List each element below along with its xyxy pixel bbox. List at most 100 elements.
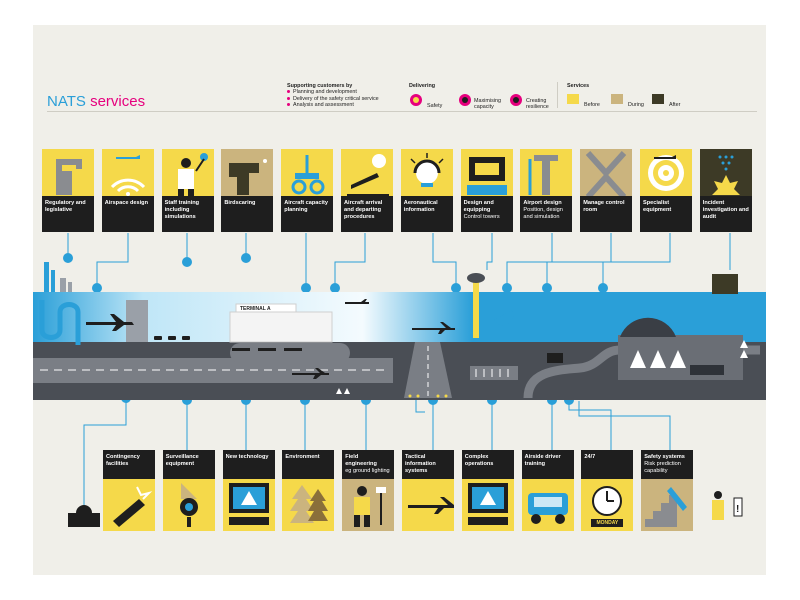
card-subtitle: Risk prediction capability [644, 461, 681, 474]
card-label: Tactical information systems [402, 450, 454, 479]
airside-vehicle-icon [521, 479, 574, 531]
top-card[interactable]: Aircraft capacity planning [281, 149, 334, 232]
legend-divider [557, 82, 558, 108]
telescope-icon [103, 479, 155, 531]
top-card[interactable]: Birdscaring [221, 149, 274, 232]
top-card[interactable]: Manage control room [580, 149, 633, 232]
delivering-item: Creating resilience [526, 98, 549, 111]
bottom-card[interactable]: Airside driver training [521, 450, 574, 531]
card-label: Aeronautical information [400, 196, 453, 232]
card-title: Environment [285, 454, 320, 460]
top-card[interactable]: Specialist equipment [640, 149, 692, 232]
card-title: Specialist equipment [643, 200, 672, 213]
card-title: Regulatory and legislative [45, 200, 86, 213]
bottom-card[interactable]: Surveillance equipment [162, 450, 215, 531]
headset-icon [400, 149, 453, 196]
card-subtitle: eg ground lighting [345, 468, 390, 474]
bottom-connectors [83, 398, 671, 515]
new-technology-screen-icon [222, 479, 275, 531]
trees-icon [282, 479, 335, 531]
delivering-item: Safety [427, 103, 443, 109]
delivering-item: Maximising capacity [474, 98, 501, 111]
trainer-icon [161, 149, 214, 196]
bottom-card[interactable]: New technology [222, 450, 275, 531]
title-services: services [90, 93, 146, 110]
card-title: Complex operations [464, 454, 494, 467]
bottom-card[interactable]: Tactical information systems [402, 450, 454, 531]
card-title: Aircraft arrival and departing procedure… [344, 200, 383, 220]
after-label: After [669, 102, 681, 108]
services-heading: Services [567, 83, 590, 89]
top-card[interactable]: Staff training including simulations [161, 149, 214, 232]
title-nats: NATS [47, 93, 86, 110]
card-label: Airside driver training [521, 450, 574, 479]
card-title: Tactical information systems [405, 454, 436, 474]
clock-icon: MONDAY [581, 479, 634, 531]
card-label: Surveillance equipment [162, 450, 215, 479]
complex-operations-screen-icon [461, 479, 514, 531]
top-card[interactable]: Regulatory and legislative [42, 149, 94, 232]
bullet-icon [287, 96, 290, 100]
top-card[interactable]: Airspace design [101, 149, 154, 232]
top-card[interactable]: Aircraft arrival and departing procedure… [341, 149, 393, 232]
incident-explosion-icon [699, 149, 752, 196]
card-title: New technology [225, 454, 269, 460]
capacity-plane-icon [281, 149, 334, 196]
card-label: Regulatory and legislative [42, 196, 94, 232]
regulation-hand-icon [42, 149, 94, 196]
top-card[interactable]: Incident investigation and audit [699, 149, 752, 232]
bottom-card[interactable]: Complex operations [461, 450, 514, 531]
card-title: Incident investigation and audit [702, 200, 749, 220]
capacity-icon [459, 94, 471, 106]
top-connectors [67, 233, 731, 288]
airport-design-icon [520, 149, 573, 196]
top-card[interactable]: Aeronautical information [400, 149, 453, 232]
card-label: Staff training including simulations [161, 196, 214, 232]
bottom-card[interactable]: Contingency facilities [103, 450, 155, 531]
title-underline [47, 111, 757, 112]
resilience-icon [510, 94, 522, 106]
card-title: Airside driver training [524, 454, 561, 467]
card-title: Safety systems [644, 454, 685, 460]
card-title: Staff training including simulations [164, 200, 200, 220]
before-swatch [567, 94, 579, 104]
tactical-plane-icon [402, 479, 454, 531]
safety-icon [410, 94, 422, 106]
card-label: Environment [282, 450, 335, 479]
card-title: Manage control room [583, 200, 625, 213]
incident-building [712, 274, 738, 294]
bullet-icon [287, 90, 290, 94]
supporting-heading: Supporting customers by [287, 83, 353, 89]
card-label: Complex operations [461, 450, 514, 479]
supporting-item: Delivery of the safety critical service [293, 95, 379, 102]
card-title: 24/7 [584, 454, 596, 460]
car-park [126, 300, 148, 342]
contingency-building [68, 513, 100, 527]
card-title: Airport design [523, 200, 562, 206]
card-label: Incident investigation and audit [699, 196, 752, 232]
control-desk-icon [460, 149, 513, 196]
svg-text:!: ! [736, 504, 739, 515]
plane-icon [86, 314, 134, 331]
delivering-heading: Delivering [409, 83, 436, 89]
supporting-item: Planning and development [293, 89, 357, 96]
card-title: Design and equipping [463, 200, 494, 213]
card-label: Specialist equipment [640, 196, 692, 232]
card-label: Airspace design [101, 196, 154, 232]
card-title: Aeronautical information [403, 200, 438, 213]
bottom-card[interactable]: Environment [282, 450, 335, 531]
bullet-icon [287, 103, 290, 107]
card-label: Birdscaring [221, 196, 274, 232]
card-subtitle: Position, design and simulation [523, 207, 563, 220]
during-swatch [611, 94, 623, 104]
card-label: New technology [222, 450, 275, 479]
